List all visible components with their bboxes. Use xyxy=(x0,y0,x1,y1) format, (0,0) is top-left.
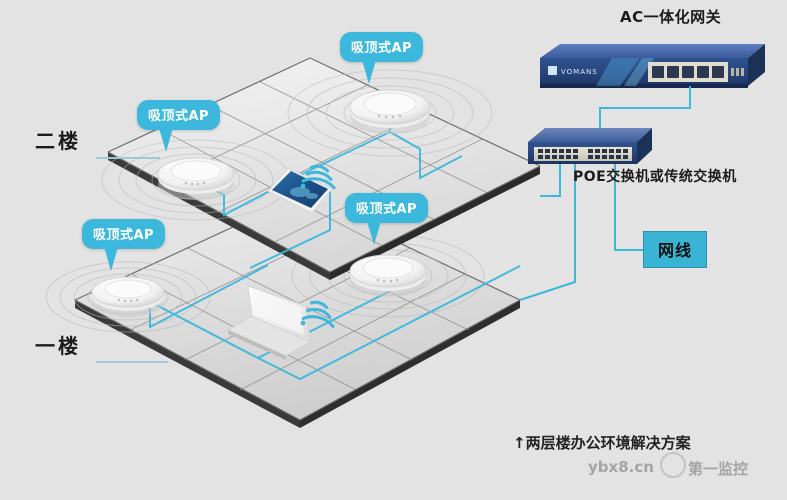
tablet-device xyxy=(267,167,333,214)
ap-callout-bubble: 吸顶式AP xyxy=(340,32,424,84)
ap-callout-label: 吸顶式AP xyxy=(148,109,210,124)
access-point-device xyxy=(349,89,431,134)
bubble-tail-icon xyxy=(362,60,376,84)
diagram-caption: ↑两层楼办公环境解决方案 xyxy=(513,434,691,452)
access-point-device xyxy=(349,254,427,297)
ac-gateway-label: AC一体化网关 xyxy=(620,8,722,26)
ac-gateway-device: VOMANS xyxy=(540,44,765,88)
bubble-tail-icon xyxy=(104,247,118,271)
network-cable-label: 网线 xyxy=(643,231,708,268)
ap-callout-label: 吸顶式AP xyxy=(351,41,413,56)
svg-text:VOMANS: VOMANS xyxy=(561,68,598,76)
watermark-brand: 第一监控 xyxy=(688,460,749,478)
poe-switch-label: POE交换机或传统交换机 xyxy=(573,169,737,185)
wifi-signal-icon xyxy=(300,300,335,328)
floor-label-second: 二楼 xyxy=(35,129,81,153)
ap-callout-label: 吸顶式AP xyxy=(356,202,418,217)
watermark-logo-icon xyxy=(660,452,686,478)
access-point-device xyxy=(157,157,235,200)
ap-callout-bubble: 吸顶式AP xyxy=(82,219,166,271)
access-point-device xyxy=(91,276,165,317)
ap-callout-bubble: 吸顶式AP xyxy=(345,193,429,245)
ap-callout-label: 吸顶式AP xyxy=(93,228,155,243)
bubble-tail-icon xyxy=(159,128,173,152)
ap-callout-bubble: 吸顶式AP xyxy=(137,100,221,152)
network-cable-links xyxy=(96,86,691,363)
laptop-device xyxy=(226,285,312,360)
watermark-site: ybx8.cn xyxy=(588,458,654,476)
bubble-tail-icon xyxy=(367,221,381,245)
floor-label-first: 一楼 xyxy=(35,334,81,358)
wifi-signal-icon xyxy=(300,164,336,190)
poe-switch-device xyxy=(528,128,652,164)
